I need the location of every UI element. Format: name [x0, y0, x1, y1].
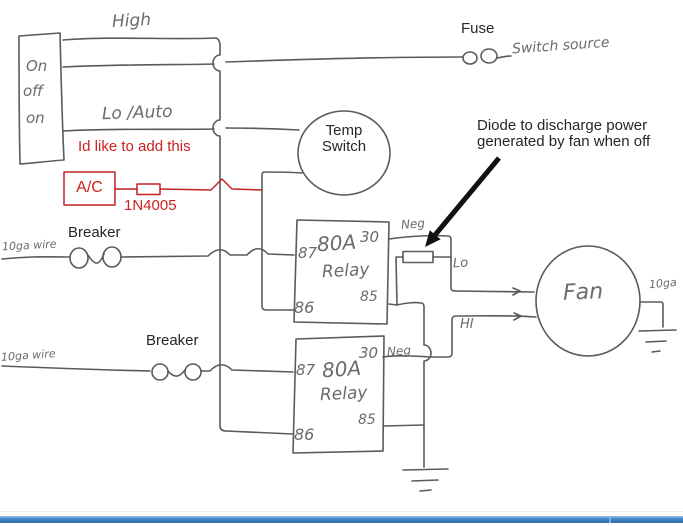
page-edge-line — [0, 511, 683, 512]
relay2-85-wire — [382, 424, 425, 427]
hi-wire-chevron — [513, 312, 522, 321]
temp-switch-circle — [297, 110, 391, 196]
relay-bottom-box — [292, 335, 385, 454]
neg-bottom-label: Neg — [386, 343, 412, 359]
lo-auto-wire — [62, 127, 300, 132]
fuse-symbol — [462, 51, 478, 65]
breaker1-symbol — [87, 253, 105, 264]
discharge-diode-leads — [395, 256, 452, 306]
diode-note: Diode to discharge power generated by fa… — [477, 117, 651, 150]
wish-note: Id like to add this — [78, 138, 191, 155]
switch-position-on-top: On — [26, 57, 48, 75]
relay2-30-wire — [382, 355, 431, 358]
switch-box — [18, 32, 65, 165]
ground-symbol-relays — [402, 468, 449, 492]
fan-ground-wire — [639, 301, 664, 328]
relay-bottom-rating: 80A — [321, 355, 362, 383]
discharge-diode — [402, 250, 434, 264]
fuse-wire — [62, 56, 463, 68]
relay-bottom-name: Relay — [319, 382, 368, 406]
lo-auto-label: Lo /Auto — [101, 101, 173, 125]
high-label: High — [111, 9, 152, 33]
ac-wire-to-bus — [159, 178, 263, 191]
relay-top-pin-87: 87 — [298, 244, 318, 262]
relay1-85-ground-wire — [388, 301, 432, 468]
hi-wire-label: HI — [460, 317, 474, 332]
relay-top-box — [293, 219, 390, 325]
temp-switch-label: Temp Switch — [321, 122, 367, 155]
neg-top-label: Neg — [400, 215, 426, 233]
relay-bottom-pin-86: 86 — [294, 425, 315, 444]
breaker-bottom-label: Breaker — [146, 332, 199, 349]
annotation-arrow — [425, 156, 501, 247]
ac-label: A/C — [76, 179, 103, 196]
fuse-wire-tail — [496, 55, 512, 59]
fuse-label: Fuse — [461, 20, 495, 37]
relay-bottom-pin-87: 87 — [296, 361, 316, 379]
lo-wire-label: Lo — [452, 255, 469, 272]
breaker1-wire-left — [1, 256, 70, 260]
breaker-top-label: Breaker — [68, 224, 121, 241]
switch-position-on-bottom: on — [26, 109, 45, 127]
high-wire — [62, 37, 217, 41]
breaker2-wire-left — [1, 365, 151, 372]
relay-top-rating: 80A — [316, 229, 357, 257]
relay-bottom-pin-30: 30 — [359, 344, 379, 362]
fan-label: Fan — [562, 279, 604, 306]
relay-top-name: Relay — [321, 259, 370, 283]
breaker2-wire-right — [200, 363, 294, 373]
switch-position-off: off — [23, 82, 44, 100]
diode-1n4005-symbol — [136, 183, 161, 196]
breaker1-symbol — [69, 247, 89, 269]
high-bus-vertical — [212, 37, 294, 435]
breaker1-symbol — [102, 246, 122, 268]
hi-wire — [429, 314, 537, 358]
relay-top-pin-30: 30 — [360, 228, 380, 246]
fuse-symbol — [480, 48, 498, 64]
lo-wire-chevron — [512, 287, 521, 296]
gauge-wire-top-label: 10ga wire — [1, 237, 57, 254]
scrollbar-divider — [609, 516, 611, 523]
diode-part-label: 1N4005 — [124, 197, 177, 214]
relay-bottom-pin-85: 85 — [358, 412, 376, 428]
temp-to-relay-wire — [261, 171, 303, 311]
gauge-fan-label: 10ga — [648, 275, 678, 292]
relay-top-pin-86: 86 — [294, 298, 315, 317]
breaker2-symbol — [151, 363, 169, 381]
window-scrollbar[interactable] — [0, 516, 683, 523]
breaker2-symbol — [184, 363, 202, 381]
relay-top-pin-85: 85 — [360, 289, 378, 305]
ground-symbol-fan — [638, 329, 677, 353]
breaker2-symbol — [167, 369, 186, 377]
fan-circle — [535, 245, 641, 357]
relay1-30-wire — [388, 234, 535, 293]
breaker1-wire-right — [120, 247, 295, 258]
